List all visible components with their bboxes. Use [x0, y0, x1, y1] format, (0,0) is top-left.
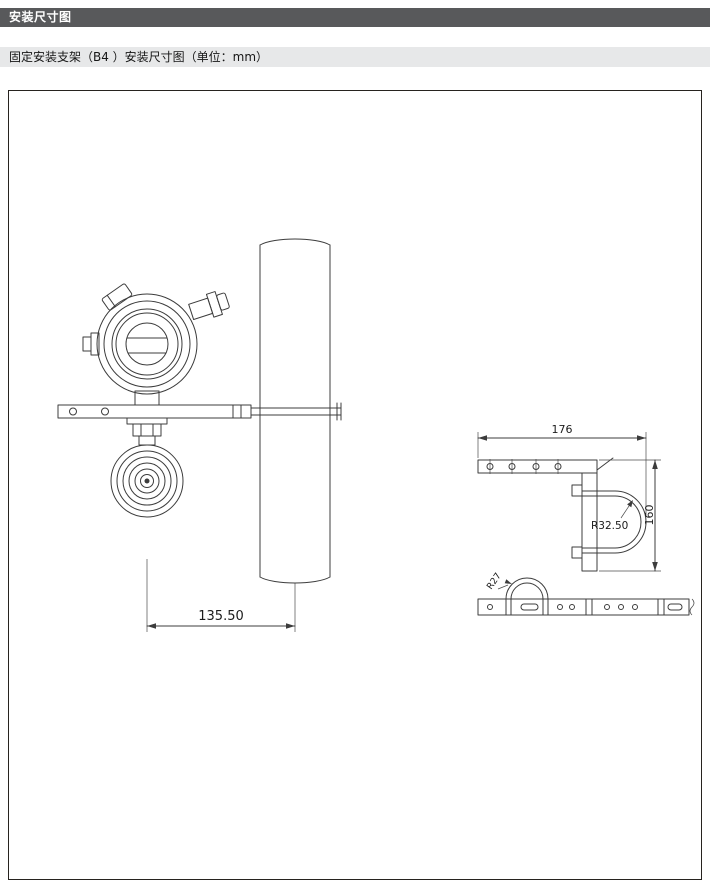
conduit-connection	[188, 291, 230, 321]
installation-drawing: 135.50	[57, 238, 695, 632]
radius-large-label: R32.50	[591, 520, 628, 532]
dimension-176: 176	[477, 423, 647, 516]
transmitter-front-view	[82, 283, 230, 518]
bracket-side-view: R32.50	[477, 457, 647, 572]
dim-width-label: 176	[552, 423, 573, 436]
break-symbol	[689, 598, 695, 616]
dimension-160: 160	[599, 459, 661, 572]
section-header-bar: 安装尺寸图	[0, 8, 710, 27]
drawing-frame: 135.50	[8, 90, 702, 880]
section-header-title: 安装尺寸图	[9, 10, 72, 24]
bar-holes	[487, 598, 683, 616]
mounting-bracket-bar	[57, 402, 342, 421]
vent-cap	[101, 283, 133, 311]
dim-height-label: 160	[643, 505, 656, 526]
diaphragm-seal	[110, 444, 184, 518]
bracket-front-view: R27	[477, 571, 695, 616]
plate-holes	[486, 459, 562, 474]
diagram-subtitle-bar: 固定安装支架（B4 ）安装尺寸图（单位：mm）	[0, 47, 710, 67]
diagram-subtitle: 固定安装支架（B4 ）安装尺寸图（单位：mm）	[9, 50, 269, 64]
pipe	[259, 238, 331, 584]
dimension-135-50: 135.50	[146, 559, 296, 632]
radius-small-label: R27	[485, 571, 503, 591]
dim-offset-label: 135.50	[198, 609, 244, 624]
